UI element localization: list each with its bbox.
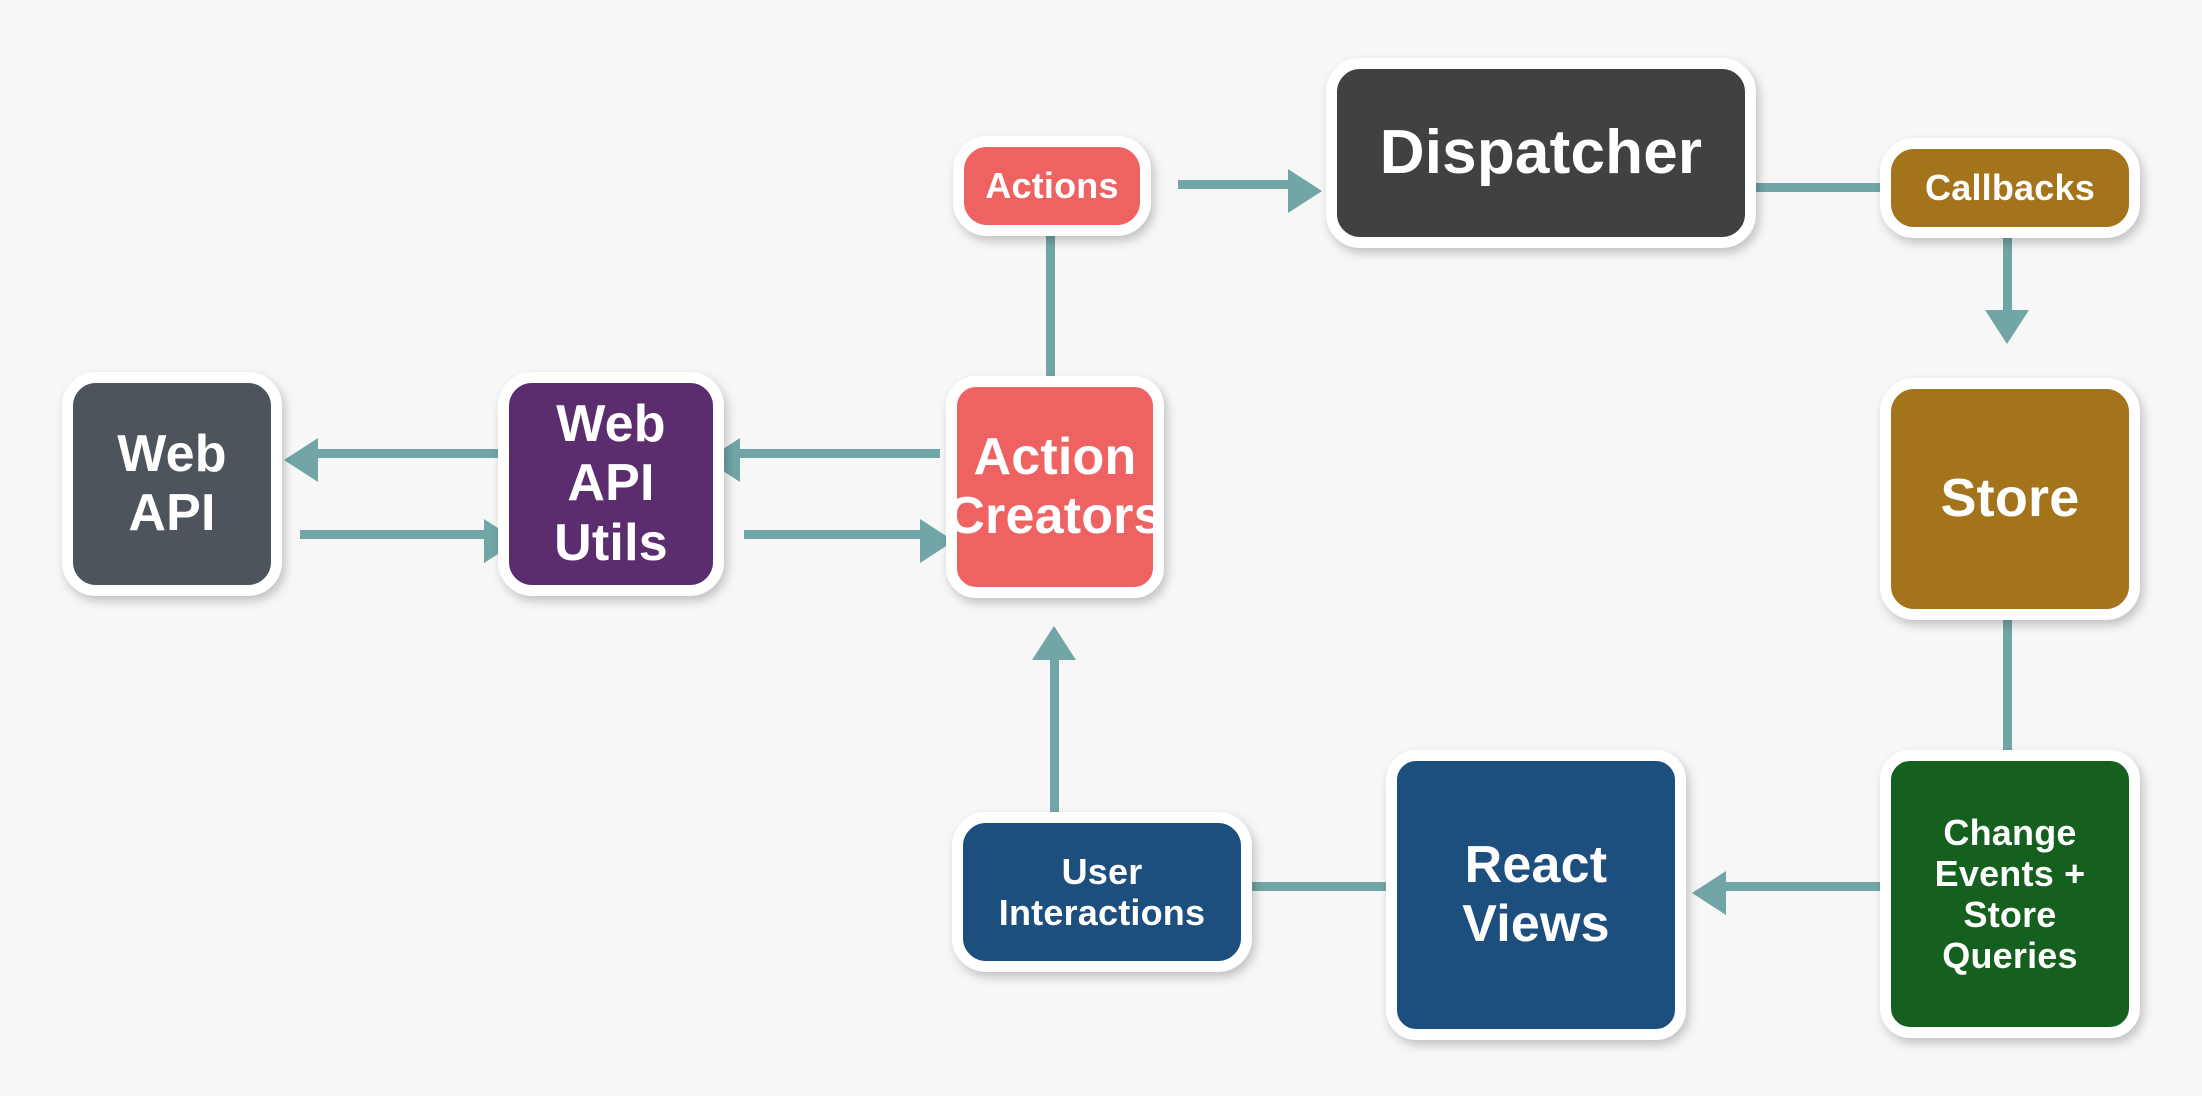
node-actions-label: Actions (985, 165, 1119, 207)
edge-web-api-utils-to-action-creators-line (744, 530, 926, 539)
node-web-api-utils-label: Web API Utils (554, 395, 668, 572)
node-dispatcher[interactable]: Dispatcher (1326, 58, 1756, 248)
node-change-events-store-queries[interactable]: Change Events + Store Queries (1880, 750, 2140, 1038)
node-react-views-label: React Views (1462, 835, 1610, 953)
node-dispatcher-label: Dispatcher (1379, 117, 1703, 187)
node-callbacks-label: Callbacks (1925, 167, 2095, 209)
edge-web-api-utils-to-web-api-line (318, 449, 498, 458)
edge-store-to-change-events-line (2003, 618, 2012, 758)
node-change-events-label: Change Events + Store Queries (1934, 811, 2086, 977)
edge-dispatcher-to-callbacks-line (1755, 183, 1887, 192)
edge-user-interactions-to-action-creators-line (1050, 660, 1059, 818)
edge-action-creators-to-actions-line (1046, 236, 1055, 376)
edge-callbacks-to-store-line (2003, 236, 2012, 316)
edge-user-interactions-to-action-creators-arrowhead-icon (1032, 626, 1076, 660)
edge-callbacks-to-store-arrowhead-icon (1985, 310, 2029, 344)
edge-web-api-to-web-api-utils-line (300, 530, 490, 539)
node-action-creators[interactable]: Action Creators (946, 376, 1164, 598)
edge-actions-to-dispatcher-line (1178, 180, 1296, 189)
node-web-api-label: Web API (117, 424, 227, 542)
node-store-label: Store (1940, 468, 2080, 529)
node-user-interactions-label: User Interactions (998, 850, 1206, 933)
edge-react-views-to-user-interactions-line (1248, 882, 1390, 891)
node-action-creators-label: Action Creators (947, 427, 1163, 545)
edge-change-events-to-react-views-arrowhead-icon (1692, 871, 1726, 915)
edge-action-creators-to-web-api-utils-line (740, 449, 940, 458)
node-callbacks[interactable]: Callbacks (1880, 138, 2140, 238)
edge-web-api-utils-to-web-api-arrowhead-icon (284, 438, 318, 482)
node-web-api[interactable]: Web API (62, 372, 282, 596)
node-user-interactions[interactable]: User Interactions (952, 812, 1252, 972)
node-store[interactable]: Store (1880, 378, 2140, 620)
node-react-views[interactable]: React Views (1386, 750, 1686, 1040)
edge-actions-to-dispatcher-arrowhead-icon (1288, 169, 1322, 213)
edge-change-events-to-react-views-line (1726, 882, 1884, 891)
node-actions[interactable]: Actions (953, 136, 1151, 236)
node-web-api-utils[interactable]: Web API Utils (498, 372, 724, 596)
